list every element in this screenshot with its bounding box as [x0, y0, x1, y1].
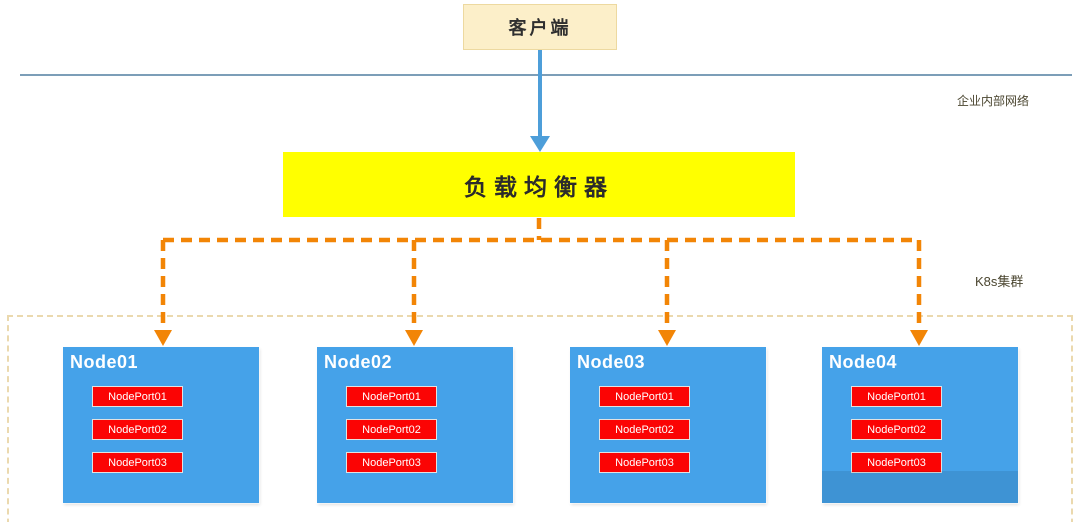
node-box-02: Node02 NodePort01 NodePort02 NodePort03	[317, 347, 513, 503]
node-title: Node04	[829, 352, 898, 372]
enterprise-network-divider-line	[20, 74, 1072, 76]
load-balancer-box: 负载均衡器	[283, 152, 795, 217]
nodeport-box: NodePort01	[92, 386, 183, 407]
client-label: 客户端	[508, 18, 572, 38]
nodeport-box: NodePort01	[851, 386, 942, 407]
k8s-cluster-label: K8s集群	[975, 274, 1024, 289]
load-balancer-label: 负载均衡器	[464, 173, 614, 200]
nodeport-box: NodePort03	[851, 452, 942, 473]
node-box-01: Node01 NodePort01 NodePort02 NodePort03	[63, 347, 259, 503]
nodeport-box: NodePort01	[346, 386, 437, 407]
nodeport-box: NodePort02	[599, 419, 690, 440]
node-box-04: Node04 NodePort01 NodePort02 NodePort03	[822, 347, 1018, 503]
nodeport-box: NodePort02	[346, 419, 437, 440]
node-title: Node03	[577, 352, 646, 372]
nodeport-box: NodePort02	[92, 419, 183, 440]
nodeport-box: NodePort03	[599, 452, 690, 473]
node04-bottom-band	[822, 471, 1018, 503]
nodeport-box: NodePort02	[851, 419, 942, 440]
k8s-cluster-boundary	[7, 315, 1073, 522]
nodeport-box: NodePort03	[92, 452, 183, 473]
node-box-03: Node03 NodePort01 NodePort02 NodePort03	[570, 347, 766, 503]
client-to-lb-arrow	[530, 50, 550, 152]
nodeport-box: NodePort03	[346, 452, 437, 473]
enterprise-network-label: 企业内部网络	[957, 94, 1030, 108]
node-title: Node02	[324, 352, 393, 372]
node-title: Node01	[70, 352, 139, 372]
client-box: 客户端	[463, 4, 617, 50]
nodeport-box: NodePort01	[599, 386, 690, 407]
